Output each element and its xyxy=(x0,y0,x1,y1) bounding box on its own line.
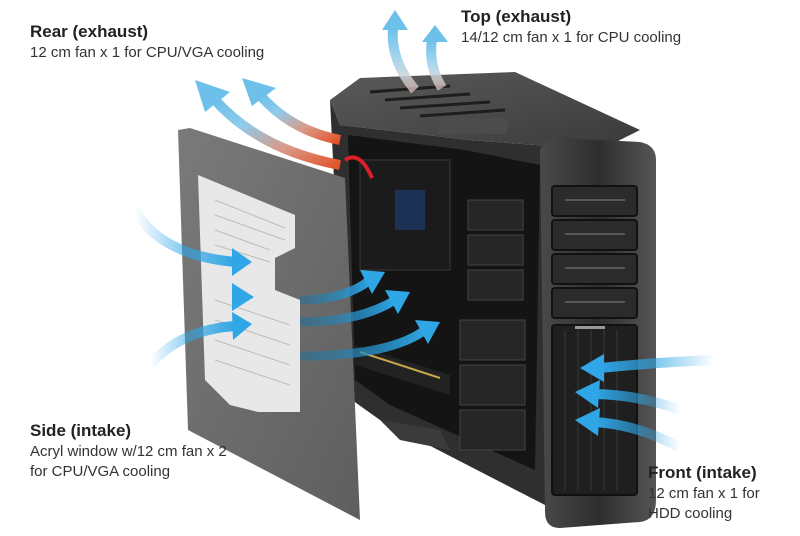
case-body xyxy=(330,72,656,528)
top-exhaust-arrows xyxy=(382,10,448,94)
rear-exhaust-desc: 12 cm fan x 1 for CPU/VGA cooling xyxy=(30,44,265,61)
rear-exhaust-title: Rear (exhaust) xyxy=(30,22,149,41)
top-exhaust-label: Top (exhaust) 14/12 cm fan x 1 for CPU c… xyxy=(461,6,681,48)
internal-flow-arrows xyxy=(299,270,440,361)
side-intake-arrows xyxy=(110,207,254,369)
front-intake-title: Front (intake) xyxy=(648,463,757,482)
rear-exhaust-label: Rear (exhaust) 12 cm fan x 1 for CPU/VGA… xyxy=(30,21,264,63)
front-intake-arrows xyxy=(575,354,716,453)
rear-exhaust-arrows xyxy=(195,78,342,170)
top-exhaust-title: Top (exhaust) xyxy=(461,7,572,26)
side-panel xyxy=(178,128,360,520)
top-exhaust-desc: 14/12 cm fan x 1 for CPU cooling xyxy=(461,29,682,46)
front-intake-label: Front (intake) 12 cm fan x 1 for HDD coo… xyxy=(648,462,760,524)
front-intake-desc-line-2: HDD cooling xyxy=(648,505,733,522)
side-intake-desc-line-1: Acryl window w/12 cm fan x 2 xyxy=(30,443,227,460)
front-intake-desc-line-1: 12 cm fan x 1 for xyxy=(648,485,760,502)
side-intake-desc-line-2: for CPU/VGA cooling xyxy=(30,463,171,480)
acrylic-window xyxy=(198,175,300,412)
side-intake-title: Side (intake) xyxy=(30,421,132,440)
side-intake-label: Side (intake) Acryl window w/12 cm fan x… xyxy=(30,420,227,482)
